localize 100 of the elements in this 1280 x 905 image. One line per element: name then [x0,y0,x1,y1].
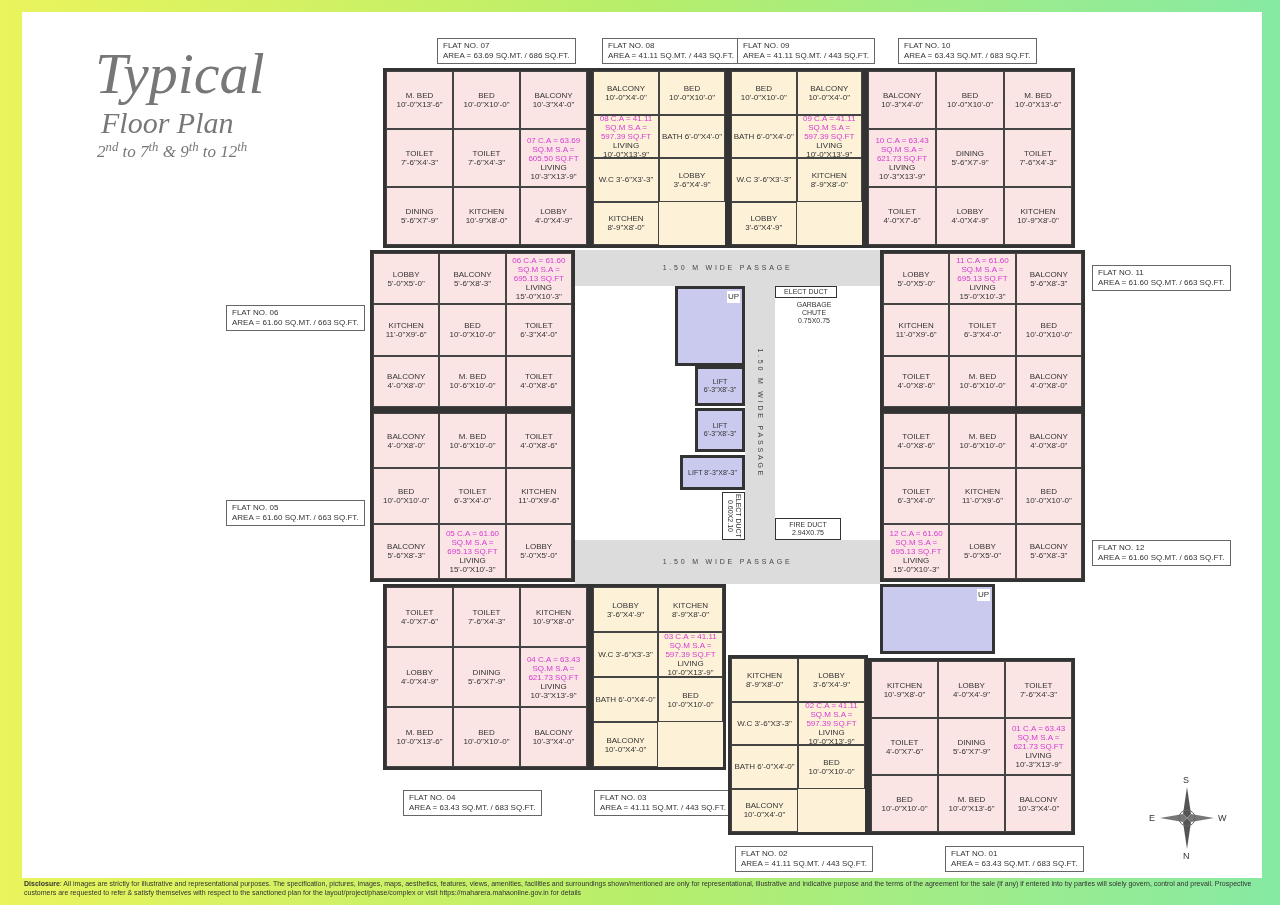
room-label: BALCONY 5'-6"X8'-3" [1028,269,1069,288]
room-label: M. BED 10'-0"X13'-6" [1013,91,1063,109]
compass-north: N [1183,850,1190,863]
flat-label-box [735,846,873,872]
room-label: KITCHEN 11'-0"X9'-6" [960,487,1004,505]
room-label: KITCHEN 11'-0"X9'-6" [517,487,561,505]
room-label: LOBBY 5'-0"X5'-0" [896,269,936,288]
room-label: TOILET 6'-3"X4'-0" [962,321,1003,339]
flat-plan [370,410,575,582]
flat-number: FLAT NO. 06 [232,308,280,318]
room-label: W.C 3'-6"X3'-3" [737,718,792,728]
room-label: KITCHEN 8'-9"X8'-0" [606,214,646,233]
room-label: KITCHEN 10'-9"X8'-0" [464,207,509,225]
room-label: BALCONY 10'-3"X4'-0" [880,91,924,109]
room-label: BED 10'-0"X10'-0" [667,83,717,102]
room-label: BALCONY 10'-0"X4'-0" [742,801,787,820]
room-label: KITCHEN 11'-0"X9'-6" [384,321,428,339]
duct [775,286,837,298]
room-label: LOBBY 5'-0"X5'-0" [519,542,559,561]
flat-plan [865,68,1075,248]
flat-number: FLAT NO. 08 [608,41,656,51]
floor-range: 2$^{nd}$ to 7$^{th}$ & 9$^{th}$ to 12$^{th}$ [97,140,248,163]
room-label: TOILET 7'-6"X4'-3" [399,149,440,167]
flat-number: FLAT NO. 11 [1098,268,1145,278]
room-label: BALCONY 4'-0"X8'-0" [386,431,427,450]
area-summary: 05 C.A = 61.60 SQ.M S.A = 695.13 SQ.FT [444,528,501,556]
flat-plan [590,68,728,248]
room-label: KITCHEN 10'-9"X8'-0" [882,680,927,699]
room-label: DINING 5'-6"X7'-9" [950,149,990,167]
flat-label-box [226,500,365,526]
room-label: LIVING 10'-0"X13'-9" [805,140,853,157]
room-label: TOILET 4'-0"X8'-6" [519,431,559,450]
flat-area: AREA = 63.43 SQ.MT. / 683 SQ.FT. [904,51,1031,61]
room-label: M. BED 10'-6"X10'-0" [958,372,1007,391]
room-label: M. BED 10'-0"X13'-6" [395,91,444,109]
room-label: TOILET 6'-3"X4'-0" [896,487,936,505]
room-label: BALCONY 4'-0"X8'-0" [1028,431,1069,450]
room-label: M. BED 10'-0"X13'-6" [395,728,444,746]
area-summary: 03 C.A = 41.11 SQ.M S.A = 597.39 SQ.FT [663,633,718,659]
room-label: KITCHEN 8'-9"X8'-0" [670,600,711,619]
room-label: TOILET 4'-0"X7'-6" [399,608,440,626]
flat-label-box [737,38,875,64]
title: Typical [95,42,265,106]
compass-east: E [1149,812,1155,825]
room-label: LOBBY 4'-0"X4'-9" [399,668,440,686]
room-label: BALCONY 4'-0"X8'-0" [386,372,427,391]
room-label: LIVING 10'-3"X13'-9" [1014,751,1063,769]
room-label: BED 10'-0"X10'-0" [807,757,856,776]
area-summary: 06 C.A = 61.60 SQ.M S.A = 695.13 SQ.FT [511,256,567,284]
staircase [880,584,995,654]
room-label: BED 10'-0"X10'-0" [448,321,497,339]
flat-label-box [602,38,740,64]
area-summary: 01 C.A = 63.43 SQ.M S.A = 621.73 SQ.FT [1010,724,1067,751]
room-label: LOBBY 3'-6"X4'-9" [744,214,784,233]
room-label: TOILET 4'-0"X8'-6" [896,431,936,450]
room-label: KITCHEN 8'-9"X8'-0" [744,670,785,689]
flat-area: AREA = 63.43 SQ.MT. / 683 SQ.FT. [951,859,1078,869]
room-label: BED 10'-0"X10'-0" [462,91,511,109]
flat-number: FLAT NO. 07 [443,41,491,51]
area-summary: 11 C.A = 61.60 SQ.M S.A = 695.13 SQ.FT [955,256,1010,284]
room-label: TOILET 7'-6"X4'-3" [1018,149,1058,167]
area-summary: 12 C.A = 61.60 SQ.M S.A = 695.13 SQ.FT [888,528,944,556]
flat-area: AREA = 61.60 SQ.MT. / 663 SQ.FT. [232,318,359,328]
area-summary: 10 C.A = 63.43 SQ.M S.A = 621.73 SQ.FT [874,135,930,163]
room-label: LIVING 15'-0"X10'-3" [892,555,940,574]
room-label: TOILET 4'-0"X8'-6" [519,372,559,391]
duct [775,518,841,540]
flat-area: AREA = 41.11 SQ.MT. / 443 SQ.FT. [608,51,734,61]
room-label: LOBBY 4'-0"X4'-9" [951,680,992,699]
area-summary: 09 C.A = 41.11 SQ.M S.A = 597.39 SQ.FT [801,115,857,141]
room-label: KITCHEN 10'-9"X8'-0" [531,608,576,626]
room-label: BALCONY 10'-0"X4'-0" [807,83,852,102]
flat-number: FLAT NO. 03 [600,793,648,803]
room-label: BED 10'-0"X10'-0" [1024,321,1073,339]
room-label: BED 10'-0"X10'-0" [1024,487,1073,505]
room-label: BALCONY 10'-0"X4'-0" [603,735,648,754]
room-label: TOILET 7'-6"X4'-3" [466,149,507,167]
flat-number: FLAT NO. 02 [741,849,789,859]
room-label: LOBBY 5'-0"X5'-0" [962,542,1003,561]
area-summary: 07 C.A = 63.69 SQ.M S.A = 605.50 SQ.FT [525,135,582,163]
room-label: LIVING 15'-0"X10'-3" [514,283,563,302]
room-label: LIVING 15'-0"X10'-3" [958,283,1007,302]
room-label: LOBBY 4'-0"X4'-9" [950,207,990,225]
lift [680,455,745,490]
room-label: BED 10'-0"X10'-0" [462,728,511,746]
stair-direction: UP [976,589,990,601]
flat-number: FLAT NO. 05 [232,503,280,513]
flat-label-box [898,38,1037,64]
flat-area: AREA = 61.60 SQ.MT. / 663 SQ.FT. [232,513,359,523]
flat-label-box [226,305,365,331]
room-label: BALCONY 10'-3"X4'-0" [1016,794,1061,813]
flat-label-box [945,846,1084,872]
flat-plan [728,68,865,248]
passage [575,250,880,286]
flat-plan [868,658,1075,835]
flat-number: FLAT NO. 04 [409,793,457,803]
room-label: LOBBY 3'-6"X4'-9" [811,670,852,689]
room-label: BATH 6'-0"X4'-0" [661,131,723,141]
room-label: DINING 5'-6"X7'-9" [399,207,440,225]
room-label: M. BED 10'-6"X10'-0" [958,431,1007,450]
